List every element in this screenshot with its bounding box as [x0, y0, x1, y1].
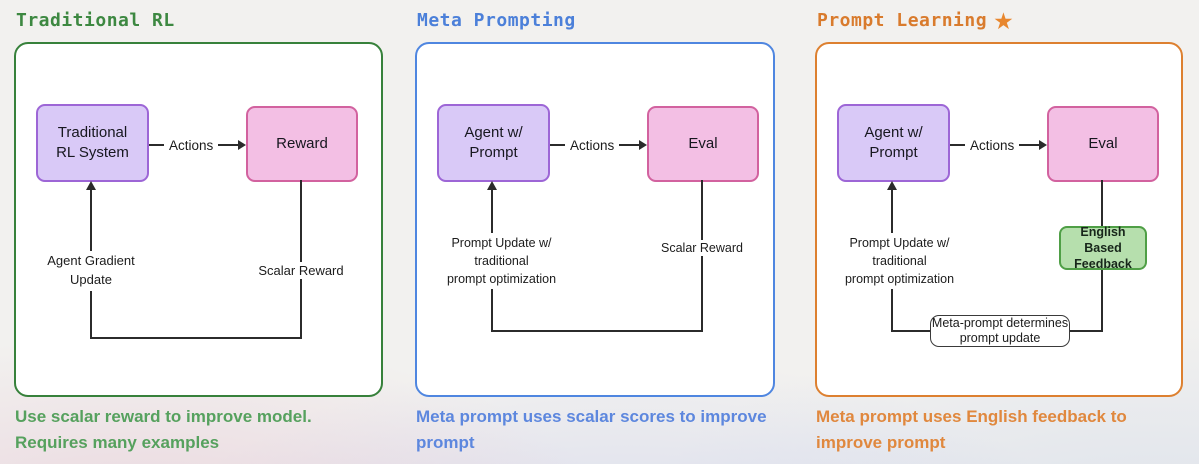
edge-line	[149, 144, 164, 146]
diagram-frame: Agent w/ Prompt Eval Actions Prompt Upda…	[415, 42, 775, 397]
star-icon: ★	[993, 9, 1015, 35]
node-label: Agent w/ Prompt	[864, 123, 923, 161]
meta-prompt-node: Meta-prompt determines prompt update	[930, 315, 1070, 347]
edge-line	[619, 144, 639, 146]
panel-title-meta-prompting: Meta Prompting	[417, 10, 576, 31]
panel-title-traditional-rl: Traditional RL	[16, 10, 175, 31]
feedback-line-right-upper	[1101, 180, 1103, 228]
node-label: English Based Feedback	[1074, 224, 1132, 272]
scalar-reward-label: Scalar Reward	[241, 262, 361, 279]
actions-edge: Actions	[950, 136, 1047, 154]
prompt-update-label: Prompt Update w/ traditional prompt opti…	[420, 233, 583, 290]
node-label: Reward	[276, 134, 328, 152]
node-label: Meta-prompt determines prompt update	[931, 316, 1069, 345]
panel-caption: Use scalar reward to improve model. Requ…	[15, 407, 312, 452]
edge-line	[1019, 144, 1039, 146]
feedback-line-bottom-left	[891, 330, 931, 332]
agent-gradient-update-label: Agent Gradient Update	[24, 251, 158, 291]
edge-line	[218, 144, 238, 146]
actions-edge-label: Actions	[570, 137, 615, 153]
node-label: Agent w/ Prompt	[464, 123, 523, 161]
english-based-feedback-node: English Based Feedback	[1059, 224, 1147, 272]
diagram-frame: Traditional RL System Reward Actions Age…	[14, 42, 383, 397]
actions-edge: Actions	[550, 136, 647, 154]
arrow-right-icon	[1039, 140, 1047, 150]
traditional-rl-system-node: Traditional RL System	[36, 104, 149, 182]
agent-w-prompt-node: Agent w/ Prompt	[837, 104, 950, 182]
reward-node: Reward	[246, 106, 358, 182]
prompt-update-label: Prompt Update w/ traditional prompt opti…	[818, 233, 981, 290]
panel-caption: Meta prompt uses English feedback to imp…	[816, 407, 1127, 452]
agent-w-prompt-node: Agent w/ Prompt	[437, 104, 550, 182]
arrow-right-icon	[639, 140, 647, 150]
scalar-reward-label: Scalar Reward	[642, 240, 762, 256]
node-label: Eval	[1088, 134, 1118, 152]
panel-title-text: Prompt Learning	[817, 10, 988, 31]
eval-node: Eval	[647, 106, 759, 182]
arrow-up-icon	[887, 181, 897, 190]
node-label: Eval	[688, 134, 718, 152]
edge-line	[550, 144, 565, 146]
arrow-right-icon	[238, 140, 246, 150]
feedback-line-right-lower	[1101, 270, 1103, 332]
actions-edge: Actions	[149, 136, 246, 154]
panel-prompt-learning: Prompt Learning★ Agent w/ Prompt Eval Ac…	[815, 0, 1183, 464]
actions-edge-label: Actions	[970, 137, 1015, 153]
panel-title-prompt-learning: Prompt Learning★	[817, 10, 1014, 34]
feedback-line-right	[300, 180, 302, 339]
eval-node: Eval	[1047, 106, 1159, 182]
actions-edge-label: Actions	[169, 137, 214, 153]
panel-caption: Meta prompt uses scalar scores to improv…	[416, 407, 767, 452]
feedback-line-bottom-right	[1069, 330, 1102, 332]
panel-traditional-rl: Traditional RL Traditional RL System Rew…	[14, 0, 383, 464]
feedback-line-right	[701, 180, 703, 332]
edge-line	[950, 144, 965, 146]
arrow-up-icon	[86, 181, 96, 190]
arrow-up-icon	[487, 181, 497, 190]
diagram-frame: Agent w/ Prompt Eval Actions English Bas…	[815, 42, 1183, 397]
feedback-line-bottom	[90, 337, 302, 339]
feedback-line-bottom	[491, 330, 703, 332]
panel-meta-prompting: Meta Prompting Agent w/ Prompt Eval Acti…	[415, 0, 775, 464]
node-label: Traditional RL System	[56, 123, 129, 161]
